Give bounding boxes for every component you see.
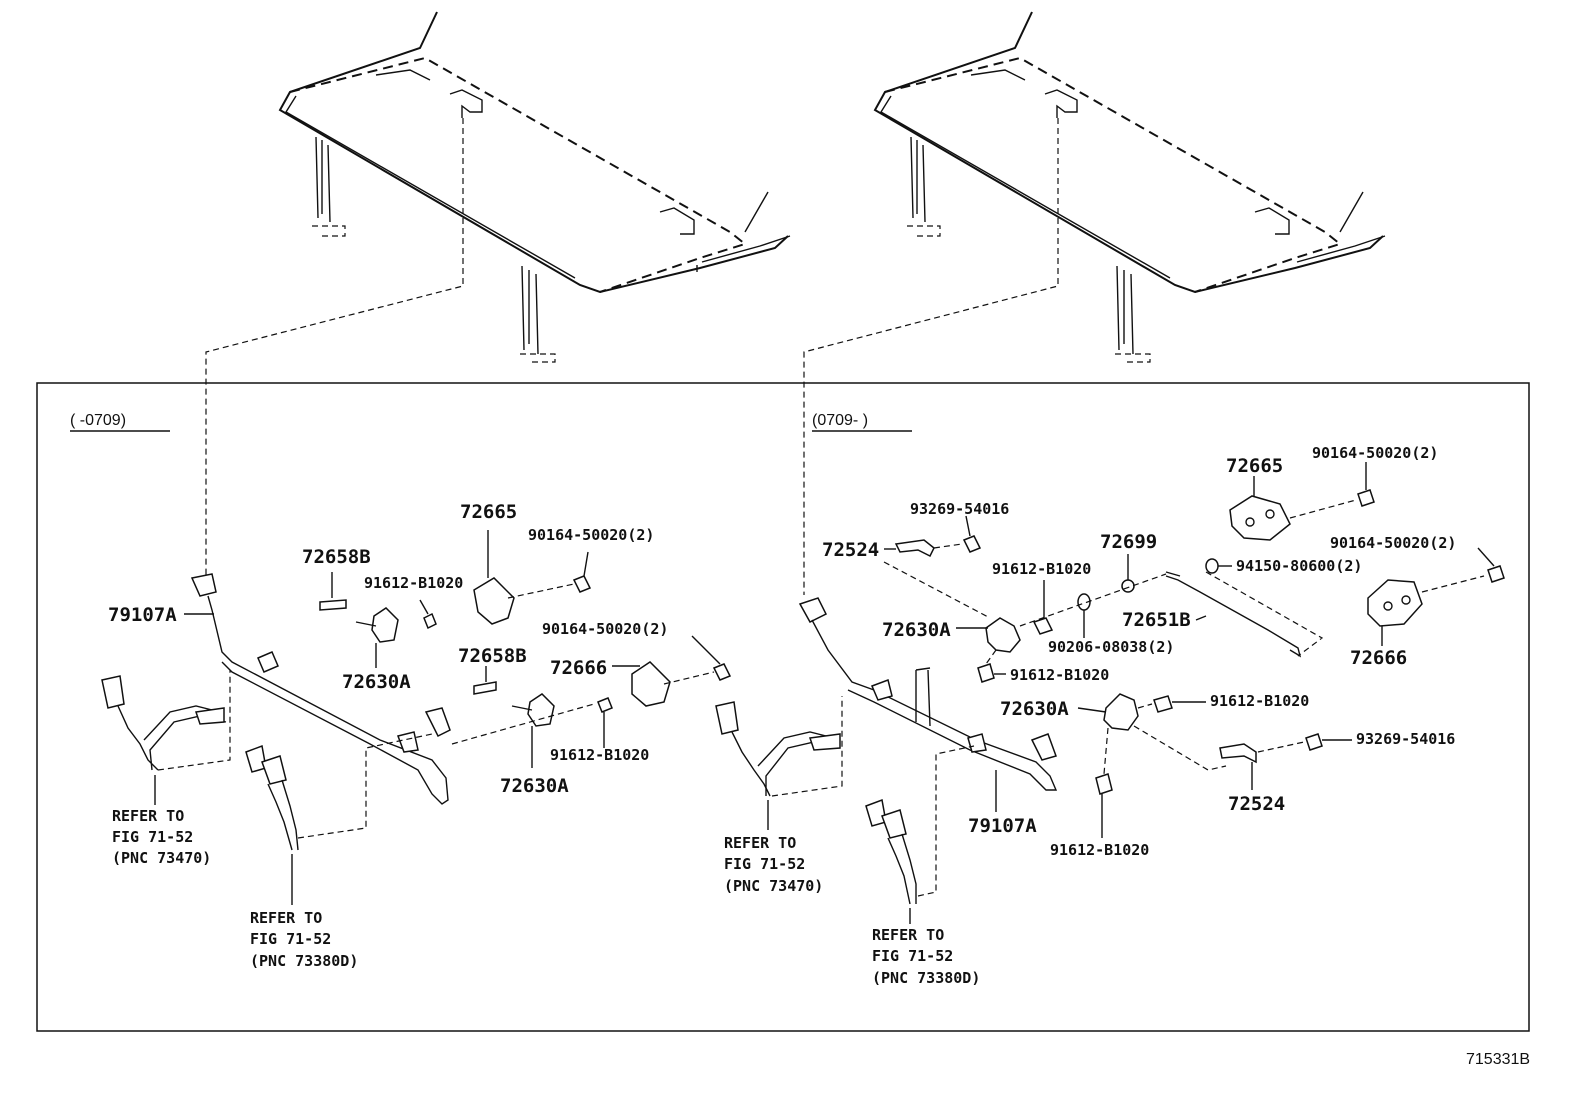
label-90164-top-right: 90164-50020(2) bbox=[1312, 444, 1438, 462]
label-91612-d: 91612-B1020 bbox=[1050, 841, 1149, 859]
label-93269-top: 93269-54016 bbox=[910, 500, 1009, 518]
nut-94150 bbox=[1205, 558, 1219, 574]
figure-number: 715331B bbox=[1466, 1051, 1530, 1068]
label-90206: 90206-08038(2) bbox=[1048, 638, 1174, 656]
part-72699 bbox=[1121, 579, 1135, 593]
seat-frame-left bbox=[278, 11, 791, 363]
date-range-right: (0709- ) bbox=[812, 412, 868, 429]
part-72630a-mid-left bbox=[527, 693, 555, 727]
bolt-91612-a bbox=[1032, 617, 1054, 635]
label-72658b-top-left: 72658B bbox=[302, 546, 371, 568]
ref2-left-line3: (PNC 73380D) bbox=[250, 952, 358, 970]
bolt-90164-mid-left bbox=[712, 663, 732, 681]
buckle-right-2 bbox=[865, 798, 917, 905]
ref1-left-line2: FIG 71-52 bbox=[112, 828, 193, 846]
label-72524-top: 72524 bbox=[822, 539, 879, 561]
label-72666-right: 72666 bbox=[1350, 647, 1407, 669]
label-91612-mid-left: 91612-B1020 bbox=[550, 746, 649, 764]
label-72630a-mid-left: 72630A bbox=[500, 775, 569, 797]
screw-93269-bottom bbox=[1305, 733, 1323, 751]
clip-72524-top bbox=[894, 539, 935, 558]
part-72658b-mid-left bbox=[473, 681, 497, 695]
ref2-right-line3: (PNC 73380D) bbox=[872, 969, 980, 987]
bolt-91612-mid-left bbox=[597, 697, 613, 713]
label-79107a-left: 79107A bbox=[108, 604, 177, 626]
ref2-left-line1: REFER TO bbox=[250, 909, 322, 927]
label-93269-bottom: 93269-54016 bbox=[1356, 730, 1455, 748]
buckle-left-2 bbox=[245, 744, 299, 851]
bolt-90164-top-left bbox=[572, 575, 592, 593]
ref2-left-line2: FIG 71-52 bbox=[250, 930, 331, 948]
belt-assembly-79107a-left bbox=[190, 573, 451, 805]
label-79107a-right: 79107A bbox=[968, 815, 1037, 837]
part-72630a-upper-right bbox=[985, 617, 1021, 653]
bracket-72665-left bbox=[473, 577, 515, 625]
part-72630a-lower-right bbox=[1103, 693, 1139, 731]
ref1-right-line3: (PNC 73470) bbox=[724, 877, 823, 895]
bracket-72666-left bbox=[631, 661, 671, 707]
date-range-left: ( -0709) bbox=[70, 412, 126, 429]
label-72665-right: 72665 bbox=[1226, 455, 1283, 477]
label-91612-b: 91612-B1020 bbox=[1010, 666, 1109, 684]
label-72651b: 72651B bbox=[1122, 609, 1191, 631]
label-90164-top-left: 90164-50020(2) bbox=[528, 526, 654, 544]
left-panel: ( -0709) bbox=[70, 412, 732, 970]
bolt-91612-d bbox=[1095, 773, 1113, 795]
label-91612-top-left: 91612-B1020 bbox=[364, 574, 463, 592]
buckle-left-1 bbox=[101, 675, 227, 771]
buckle-right-1 bbox=[715, 701, 841, 797]
label-72666-left: 72666 bbox=[550, 657, 607, 679]
label-94150: 94150-80600(2) bbox=[1236, 557, 1362, 575]
bolt-90164-mid-right bbox=[1487, 565, 1505, 583]
label-91612-c: 91612-B1020 bbox=[1210, 692, 1309, 710]
part-72630a-top-left bbox=[371, 607, 399, 643]
screw-93269-top bbox=[962, 535, 982, 553]
part-72658b-top-left bbox=[319, 599, 347, 611]
bolt-91612-c bbox=[1153, 695, 1173, 713]
label-72630a-lower: 72630A bbox=[1000, 698, 1069, 720]
label-72665-left: 72665 bbox=[460, 501, 517, 523]
label-90164-mid-right: 90164-50020(2) bbox=[1330, 534, 1456, 552]
bolt-90164-top-right bbox=[1357, 489, 1375, 507]
ref1-right-line1: REFER TO bbox=[724, 834, 796, 852]
label-72699: 72699 bbox=[1100, 531, 1157, 553]
bracket-72666-right bbox=[1367, 579, 1423, 627]
label-72524-bottom: 72524 bbox=[1228, 793, 1285, 815]
seat-frame-right bbox=[873, 11, 1386, 363]
label-72658b-mid-left: 72658B bbox=[458, 645, 527, 667]
ref2-right-line1: REFER TO bbox=[872, 926, 944, 944]
belt-assembly-79107a-right bbox=[798, 597, 1058, 791]
label-90164-mid-left: 90164-50020(2) bbox=[542, 620, 668, 638]
label-72630a-upper: 72630A bbox=[882, 619, 951, 641]
bolt-91612-top-left bbox=[423, 612, 437, 630]
ref1-left-line3: (PNC 73470) bbox=[112, 849, 211, 867]
parts-panel-frame bbox=[36, 382, 1530, 1032]
clip-72524-bottom bbox=[1219, 743, 1257, 764]
ref1-right-line2: FIG 71-52 bbox=[724, 855, 805, 873]
ref1-left-line1: REFER TO bbox=[112, 807, 184, 825]
ref2-right-line2: FIG 71-52 bbox=[872, 947, 953, 965]
bracket-72665-right bbox=[1229, 495, 1291, 541]
label-72630a-top-left: 72630A bbox=[342, 671, 411, 693]
rod-72651b bbox=[1165, 575, 1302, 658]
label-91612-a: 91612-B1020 bbox=[992, 560, 1091, 578]
bolt-91612-b bbox=[977, 663, 995, 683]
right-panel: (0709- ) bbox=[715, 412, 1505, 987]
